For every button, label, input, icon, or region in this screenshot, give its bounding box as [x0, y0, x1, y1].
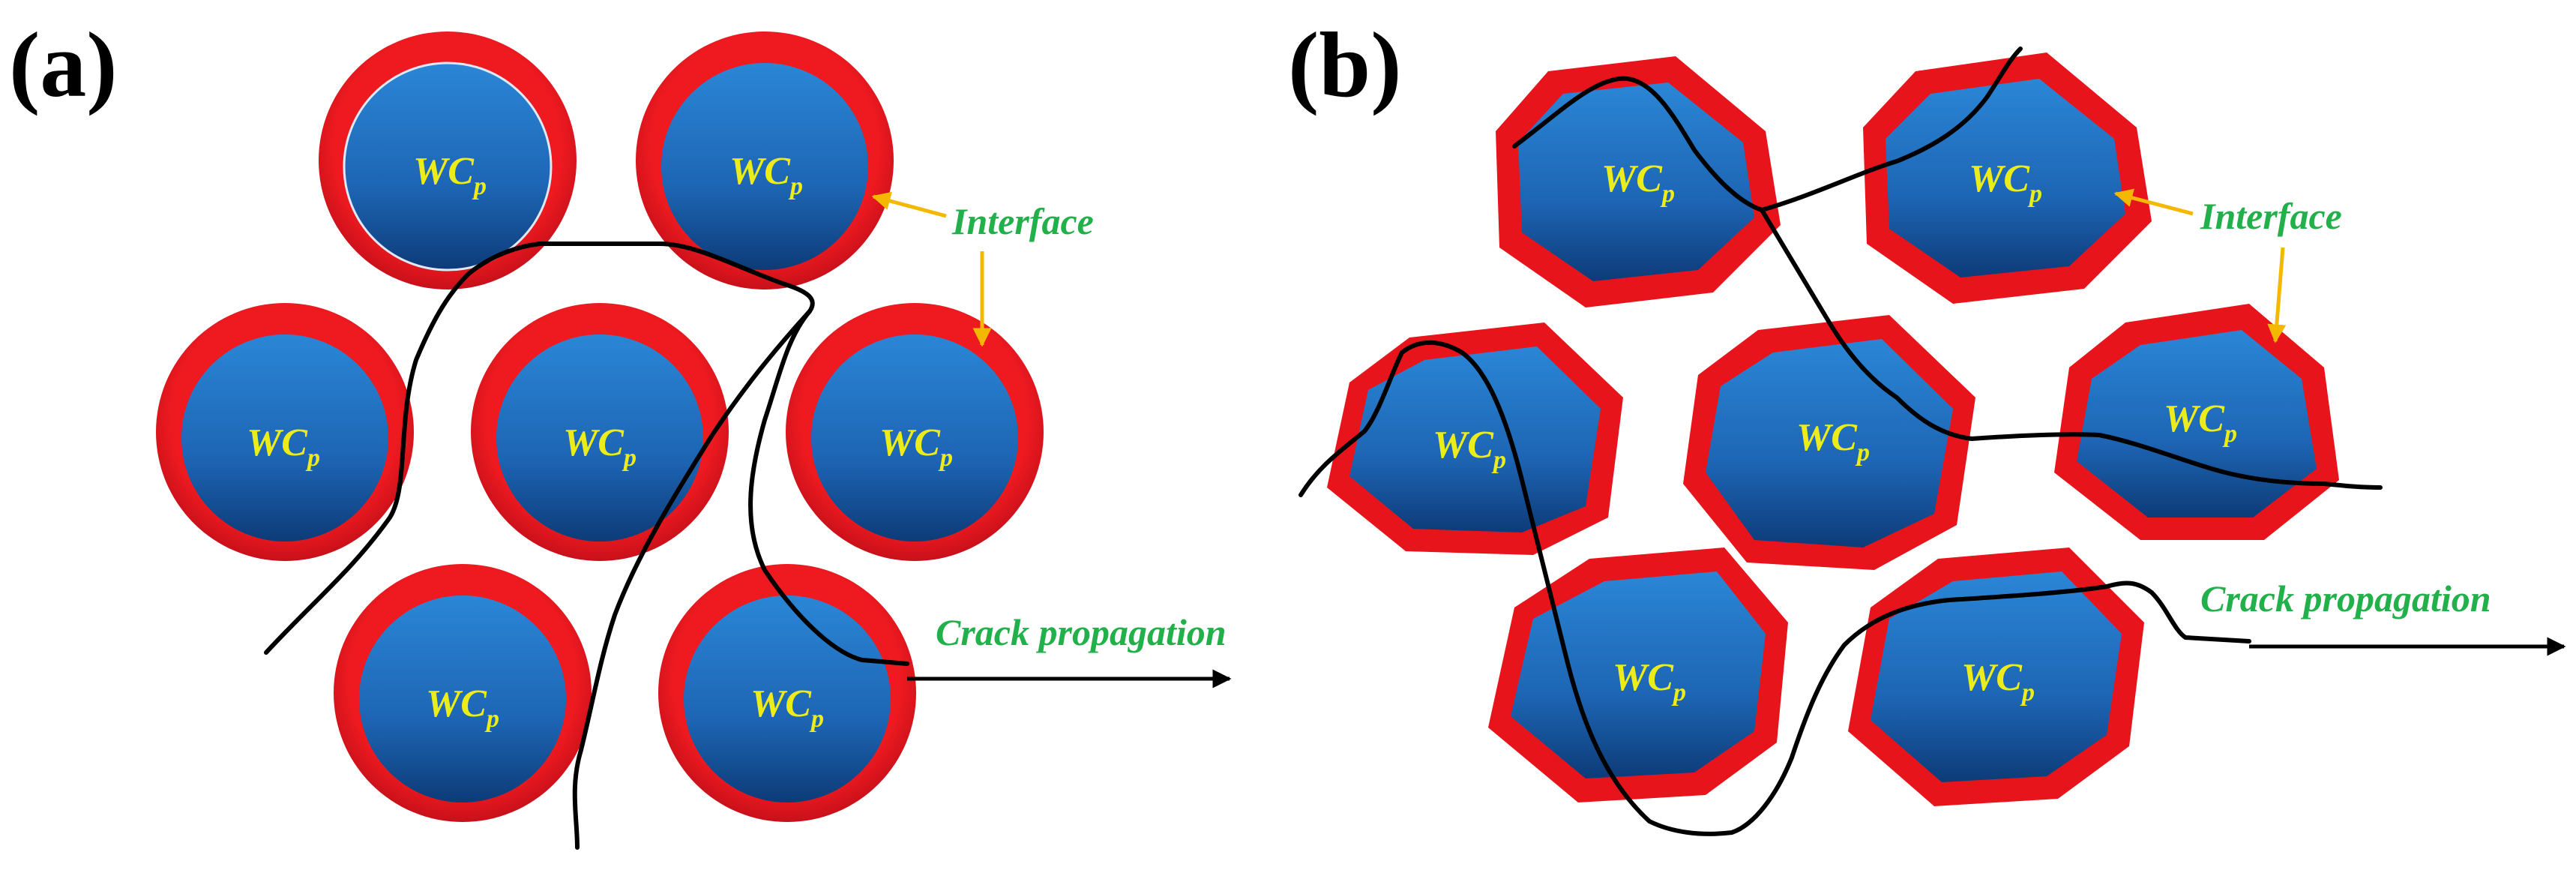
particle-label-a4: WCp — [563, 422, 637, 472]
particle-label-a1: WCp — [413, 150, 487, 200]
particle-a6 — [334, 564, 592, 822]
particle-label-a6: WCp — [426, 682, 499, 733]
crack-path-b-middle — [1760, 208, 2383, 490]
particle-label-b6: WCp — [1613, 656, 1686, 706]
panel-label-a: (a) — [9, 14, 118, 116]
interface-callout-b: Interface — [2200, 195, 2342, 237]
particle-b6 — [1488, 548, 1788, 802]
crack-path-a-branch — [572, 309, 812, 850]
particle-b3 — [1327, 322, 1623, 555]
particle-label-a3: WCp — [247, 422, 320, 472]
particle-a5 — [786, 303, 1044, 561]
interface-arrow-b2 — [2267, 247, 2287, 344]
panel-a: (a) WCp WCp — [9, 14, 1232, 850]
crack-callout-a: Crack propagation — [936, 611, 1227, 653]
panel-b: (b) WCp WCp — [1288, 14, 2566, 836]
particle-a4 — [471, 303, 729, 561]
interface-arrow-b1 — [2113, 188, 2194, 216]
particle-label-b3: WCp — [1433, 424, 1506, 474]
particle-label-a7: WCp — [750, 682, 824, 733]
particle-b1 — [1496, 56, 1781, 308]
particle-label-b2: WCp — [1969, 158, 2042, 208]
particle-b7 — [1848, 548, 2144, 806]
particle-label-b4: WCp — [1796, 416, 1870, 466]
interface-arrow-a1 — [871, 191, 947, 218]
crack-path-b-upper — [1512, 46, 2023, 212]
particle-a3 — [156, 303, 414, 561]
crack-callout-b: Crack propagation — [2200, 578, 2491, 620]
crack-path-b-lower — [1298, 340, 2251, 836]
particle-label-b5: WCp — [2164, 398, 2237, 448]
crack-path-a — [264, 242, 909, 666]
interface-callout-a: Interface — [951, 200, 1094, 242]
particle-b2 — [1863, 52, 2152, 304]
particle-label-b7: WCp — [1961, 656, 2035, 706]
particle-label-b1: WCp — [1601, 158, 1675, 208]
particle-label-a2: WCp — [729, 150, 803, 200]
panel-label-b: (b) — [1288, 14, 1402, 116]
particle-a2 — [636, 32, 894, 290]
particle-a1 — [319, 32, 577, 290]
particle-label-a5: WCp — [879, 422, 953, 472]
